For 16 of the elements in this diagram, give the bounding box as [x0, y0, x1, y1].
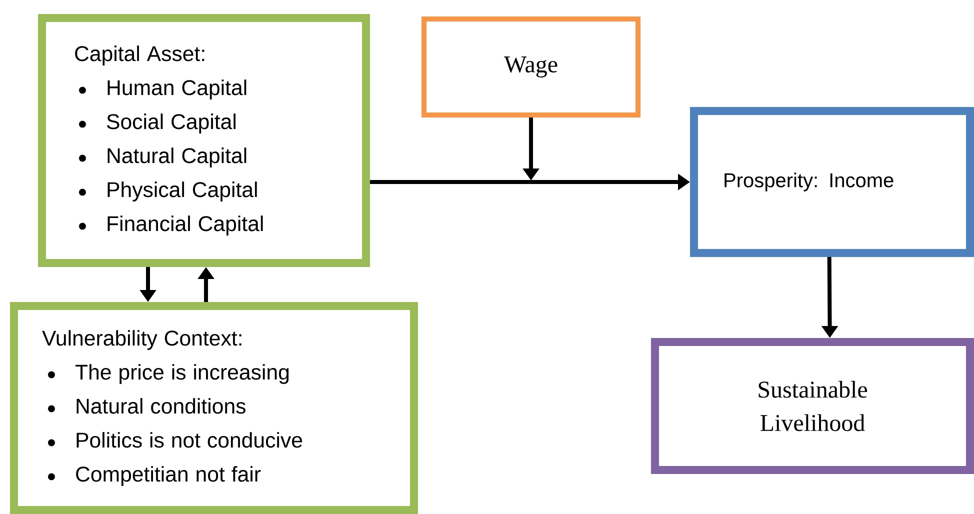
bullet-item: Financial Capital — [79, 216, 263, 236]
list-box — [10, 302, 418, 514]
bullet-item: Natural Capital — [79, 148, 246, 168]
bullet-item: Human Capital — [79, 80, 246, 100]
box-heading: Capital Asset: — [75, 46, 204, 66]
outcome-box: Sustainable Livelihood — [651, 338, 974, 474]
bullet-item: Natural conditions — [48, 398, 246, 414]
bullet-item: Politics is not conducive — [48, 432, 302, 448]
bullet-item: Physical Capital — [79, 182, 257, 202]
bullet-item: Competitian not fair — [48, 466, 261, 486]
process-box: Wage — [422, 16, 640, 118]
bullet-item: Social Capital — [79, 114, 236, 134]
box-heading: Vulnerability Context: — [42, 330, 242, 350]
bullet-item: The price is increasing — [48, 364, 289, 384]
list-box — [38, 14, 370, 267]
process-box: Prosperity: Income — [690, 107, 974, 257]
